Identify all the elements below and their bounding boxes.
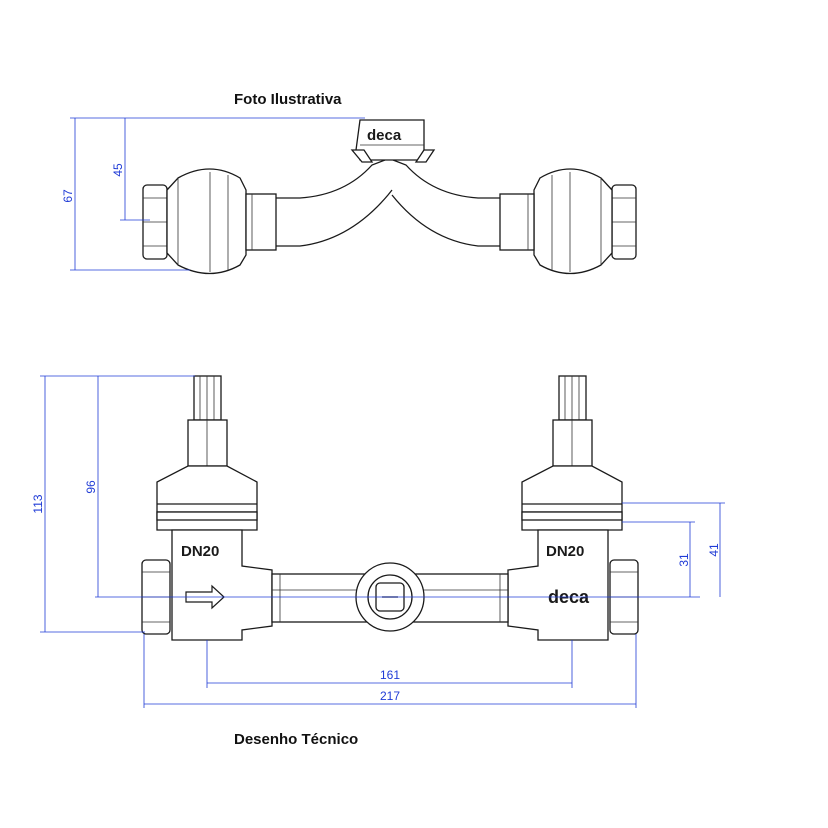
dim-front-overall-height: 113 — [31, 494, 45, 513]
dim-center-to-cap: 31 — [677, 553, 691, 567]
dim-top-overall-height: 67 — [61, 189, 75, 203]
caption-photo-illustrative: Foto Ilustrativa — [234, 91, 342, 108]
right-valve-head — [521, 375, 623, 531]
dim-top-inner-height: 45 — [111, 163, 125, 177]
left-size-mark: DN20 — [181, 543, 219, 560]
dim-center-spacing: 161 — [380, 668, 400, 682]
top-central-boss: deca — [350, 119, 436, 163]
top-right-nut — [499, 168, 637, 275]
top-view: deca 67 45 — [61, 117, 637, 275]
right-valve-body: DN20 deca — [507, 529, 639, 641]
caption-technical-drawing: Desenho Técnico — [234, 731, 359, 748]
top-left-nut — [142, 168, 277, 275]
dim-front-stem-height: 96 — [84, 480, 98, 494]
connecting-pipe — [271, 562, 509, 632]
left-valve-head — [156, 375, 258, 531]
right-size-mark: DN20 — [546, 543, 584, 560]
front-view-dimensions: 113 96 31 41 161 217 — [31, 375, 725, 708]
dim-center-to-band: 41 — [707, 543, 721, 557]
top-view-dimensions: 67 45 — [61, 117, 365, 271]
top-brand-logo: deca — [367, 127, 402, 144]
dim-overall-width: 217 — [380, 689, 400, 703]
left-valve-body: DN20 — [141, 529, 273, 641]
front-view: DN20 DN20 deca — [31, 375, 725, 708]
